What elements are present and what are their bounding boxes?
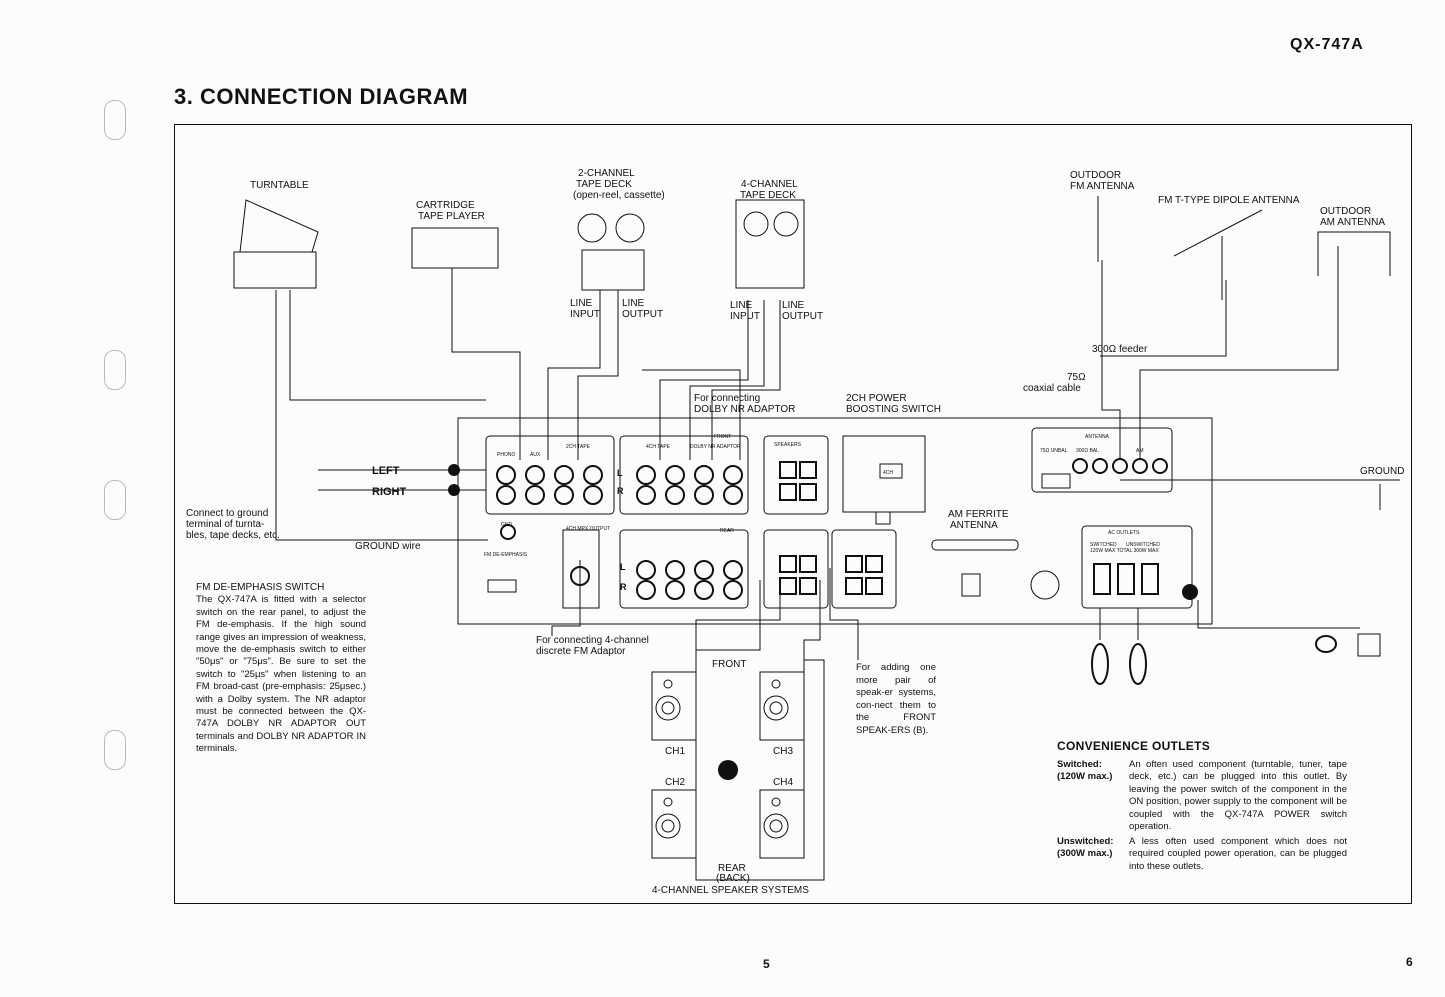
panel-rear: REAR: [720, 528, 734, 534]
unswitched-key: Unswitched: (300W max.): [1057, 836, 1129, 874]
fm4-label-2: discrete FM Adaptor: [536, 646, 626, 657]
line-output-4ch: LINE: [782, 300, 805, 311]
switched-key-2: (120W max.): [1057, 771, 1113, 782]
am-outdoor-label-2: AM ANTENNA: [1320, 217, 1386, 228]
line-output-4ch-2: OUTPUT: [782, 311, 824, 322]
switched-row: Switched: (120W max.) An often used comp…: [1057, 759, 1347, 834]
panel-fmdeemph: FM DE-EMPHASIS: [484, 552, 528, 558]
panel-gnd: GND: [501, 522, 513, 528]
fm-outdoor-label: OUTDOOR: [1070, 170, 1122, 181]
page-number-left: 5: [763, 957, 770, 971]
cartridge-label-2: TAPE PLAYER: [418, 211, 485, 222]
ground-note: Connect to ground: [186, 508, 269, 519]
fm-outdoor-label-2: FM ANTENNA: [1070, 181, 1135, 192]
unswitched-key-2: (300W max.): [1057, 848, 1113, 859]
binder-hole: [104, 730, 126, 770]
panel-r: R: [617, 486, 624, 496]
panel-r2: R: [620, 582, 627, 592]
dolby-label: For connecting: [694, 393, 761, 404]
left-label: LEFT: [372, 465, 400, 477]
cartridge-label: CARTRIDGE: [416, 200, 475, 211]
speaker-systems-label: 4-CHANNEL SPEAKER SYSTEMS: [652, 885, 809, 896]
panel-75: 75Ω UNBAL: [1040, 448, 1068, 454]
fm4-label: For connecting 4-channel: [536, 635, 649, 646]
panel-am: AM: [1136, 448, 1144, 454]
tape2-label: 2-CHANNEL: [578, 168, 635, 179]
switched-key-1: Switched:: [1057, 758, 1102, 770]
ground-label: GROUND: [1360, 466, 1405, 477]
fm-deemphasis-note: FM DE-EMPHASIS SWITCH The QX-747A is fit…: [196, 582, 366, 756]
tape2-label-2: TAPE DECK: [576, 179, 632, 190]
front-label: FRONT: [712, 659, 747, 670]
tape2-label-3: (open-reel, cassette): [573, 190, 665, 201]
page-number-right: 6: [1406, 955, 1413, 969]
rear-label-2: (BACK): [716, 873, 750, 884]
panel-dolby: DOLBY NR ADAPTOR: [690, 444, 741, 450]
binder-hole: [104, 480, 126, 520]
convenience-title: CONVENIENCE OUTLETS: [1057, 739, 1211, 753]
panel-l: L: [617, 468, 623, 478]
ground-note-3: bles, tape decks, etc.: [186, 530, 280, 541]
right-label: RIGHT: [372, 486, 407, 498]
diagram-frame: [174, 124, 1412, 904]
model-number: QX-747A: [1290, 36, 1364, 53]
feeder-label: 300Ω feeder: [1092, 344, 1148, 355]
line-input-label: LINE: [570, 298, 593, 309]
binder-hole: [104, 100, 126, 140]
rear-label: REAR: [718, 863, 746, 874]
switched-key: Switched: (120W max.): [1057, 759, 1129, 834]
tape4-label-2: TAPE DECK: [740, 190, 796, 201]
binder-hole: [104, 350, 126, 390]
fm-deemphasis-heading: FM DE-EMPHASIS SWITCH: [196, 582, 325, 593]
page-title: 3. CONNECTION DIAGRAM: [174, 84, 469, 109]
panel-4chtape: 4CH TAPE: [646, 444, 670, 450]
unswitched-row: Unswitched: (300W max.) A less often use…: [1057, 836, 1347, 874]
line-input-label-2: INPUT: [570, 309, 600, 320]
unswitched-key-1: Unswitched:: [1057, 835, 1114, 847]
add-speaker-note: For adding one more pair of speak-er sys…: [856, 662, 936, 736]
ch3-label: CH3: [773, 746, 794, 757]
panel-l2: L: [620, 562, 626, 572]
am-ferrite-label: AM FERRITE: [948, 509, 1009, 520]
am-outdoor-label: OUTDOOR: [1320, 206, 1372, 217]
panel-4chmpx: 4CH MPX OUTPUT: [566, 526, 611, 532]
fm-deemphasis-body: The QX-747A is fitted with a selector sw…: [196, 594, 366, 755]
ground-wire-label: GROUND wire: [355, 541, 421, 552]
boost-label-2: BOOSTING SWITCH: [846, 404, 941, 415]
panel-front: FRONT: [714, 434, 732, 440]
line-input-4ch: LINE: [730, 300, 753, 311]
dolby-label-2: DOLBY NR ADAPTOR: [694, 404, 796, 415]
switched-text: An often used component (turntable, tune…: [1129, 758, 1347, 833]
panel-unswitched: UNSWITCHED: [1126, 542, 1160, 548]
unswitched-text: A less often used component which does n…: [1129, 835, 1347, 872]
receiver-rear-panel: [457, 417, 1213, 625]
am-ferrite-label-2: ANTENNA: [950, 520, 998, 531]
line-output-label-2: OUTPUT: [622, 309, 664, 320]
panel-300: 300Ω BAL: [1076, 448, 1099, 454]
coax-label-2: coaxial cable: [1023, 383, 1081, 394]
panel-ac: AC OUTLETS: [1108, 530, 1140, 536]
dipole-label: FM T-TYPE DIPOLE ANTENNA: [1158, 195, 1300, 206]
panel-aux: AUX: [530, 452, 541, 458]
line-output-label: LINE: [622, 298, 645, 309]
turntable-label: TURNTABLE: [250, 180, 309, 191]
panel-2chtape: 2CH TAPE: [566, 444, 590, 450]
panel-switched: SWITCHED: [1090, 542, 1117, 548]
panel-speakers: SPEAKERS: [774, 442, 801, 448]
ground-note-2: terminal of turnta-: [186, 519, 265, 530]
ch2-label: CH2: [665, 777, 686, 788]
panel-ac-rating: 120W MAX TOTAL 300W MAX: [1090, 548, 1159, 554]
panel-phono: PHONO: [497, 452, 516, 458]
panel-antenna: ANTENNA: [1085, 434, 1109, 440]
tape4-label: 4-CHANNEL: [741, 179, 798, 190]
ch1-label: CH1: [665, 746, 686, 757]
ch4-label: CH4: [773, 777, 794, 788]
panel-4ch: 4CH: [883, 470, 894, 476]
coax-label: 75Ω: [1067, 372, 1086, 383]
line-input-4ch-2: INPUT: [730, 311, 760, 322]
convenience-outlets: CONVENIENCE OUTLETS Switched: (120W max.…: [1057, 740, 1347, 875]
boost-label: 2CH POWER: [846, 393, 907, 404]
